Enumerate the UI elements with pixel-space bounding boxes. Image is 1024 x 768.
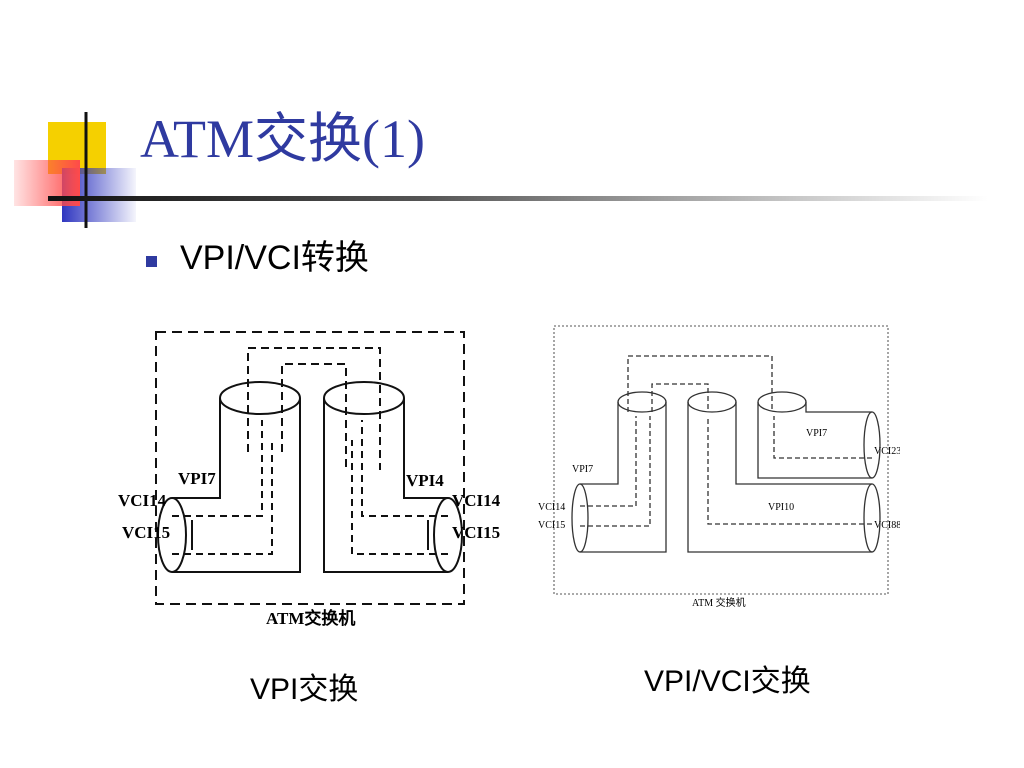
caption-right: VPI/VCI交换 xyxy=(644,665,811,698)
output-bottom-end xyxy=(863,483,881,553)
switch-box xyxy=(553,325,889,595)
out-vci-bottom-label: VCI88 xyxy=(874,520,900,531)
out-vpi-bottom-label: VPI10 xyxy=(768,502,794,513)
caption-left: VPI交换 xyxy=(250,673,359,706)
input-pipe-end xyxy=(571,483,589,553)
right-vci-a-label: VCI14 xyxy=(452,491,501,510)
bullet-square-icon xyxy=(146,256,157,267)
output-top-end xyxy=(863,411,881,479)
cylinder-top-1 xyxy=(617,391,667,413)
switch-box xyxy=(155,331,465,605)
out-vci-top-label: VCI23 xyxy=(874,446,900,457)
switch-label: ATM交换机 xyxy=(266,608,355,628)
out-vpi-top-label: VPI7 xyxy=(806,428,827,439)
right-vci-b-label: VCI15 xyxy=(452,523,500,542)
vpi-switch-diagram: VPI7 VCI14 VCI15 VPI4 VCI14 VCI15 ATM交换机 xyxy=(118,331,501,628)
left-pipe xyxy=(172,398,301,573)
slide-decoration xyxy=(14,112,136,228)
vpi-path-outer xyxy=(247,347,381,470)
vpi-vci-switch-diagram: VPI7 VCI14 VCI15 VPI7 VCI23 VPI10 VCI88 … xyxy=(538,325,900,609)
right-cylinder-top xyxy=(323,381,405,415)
in-vci-a-label: VCI14 xyxy=(538,502,565,513)
vpi-path-inner xyxy=(281,363,347,470)
in-vpi-label: VPI7 xyxy=(572,464,593,475)
switch-label: ATM 交换机 xyxy=(692,596,746,609)
in-vci-b-label: VCI15 xyxy=(538,520,565,531)
title-underline xyxy=(48,196,988,201)
cylinder-top-2 xyxy=(687,391,737,413)
bullet-text: VPI/VCI转换 xyxy=(180,239,369,277)
left-pipe-end xyxy=(157,497,187,573)
left-cylinder-top xyxy=(219,381,301,415)
right-pipe xyxy=(323,398,448,573)
right-vpi-label: VPI4 xyxy=(406,471,444,490)
cylinder-top-3 xyxy=(757,391,807,413)
left-vpi-label: VPI7 xyxy=(178,469,216,488)
left-vci-b-label: VCI15 xyxy=(122,523,170,542)
right-pipe-end xyxy=(433,497,463,573)
left-vci-a-label: VCI14 xyxy=(118,491,167,510)
slide-title: ATM交换(1) xyxy=(140,109,425,169)
